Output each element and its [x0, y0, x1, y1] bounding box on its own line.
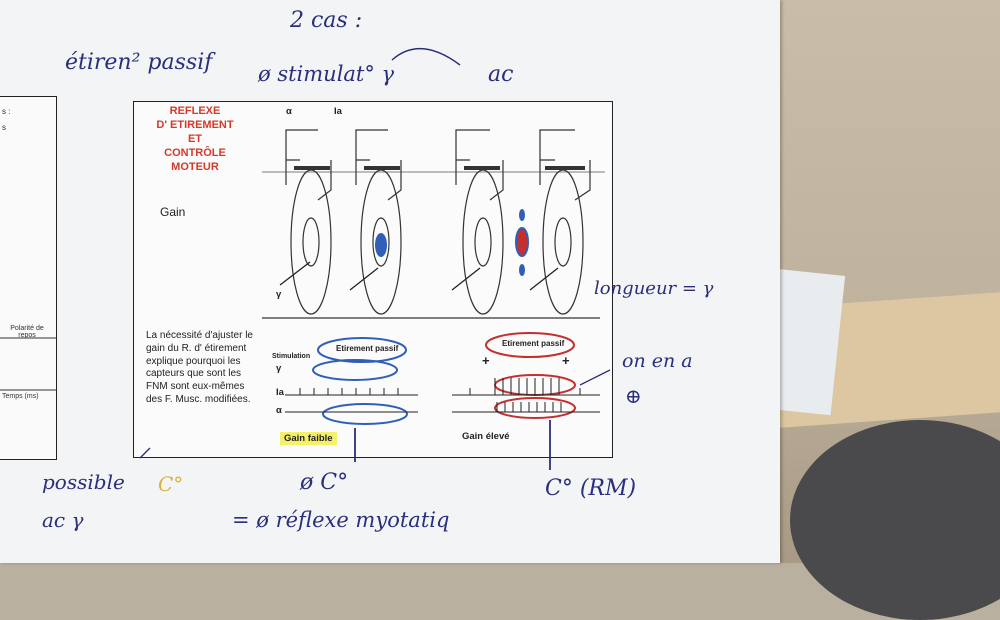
- explanation-paragraph: La nécessité d'ajuster le gain du R. d' …: [146, 330, 253, 405]
- oval-passive-stretch-1: [317, 337, 407, 363]
- alpha-label: α: [286, 106, 292, 117]
- gamma-arrows: [279, 261, 559, 291]
- plus-left: +: [482, 353, 490, 368]
- blue-dot-bottom: [519, 264, 525, 276]
- diagram-drawing: [0, 48, 611, 470]
- diagram-title: REFLEXE D' ETIREMENT ET CONTRÔLE MOTEUR: [140, 104, 250, 174]
- left-figure-panel: s : s Polarité de repos Temps (ms): [0, 96, 57, 460]
- stimulation-label: Stimulation: [272, 353, 311, 360]
- hw-etirement-passif: étiren² passif: [65, 50, 213, 75]
- ia-row-label: Ia: [276, 387, 284, 398]
- hw-plus-circle: ⊕: [625, 384, 642, 408]
- hw-zero-c: ø C°: [300, 470, 349, 495]
- hw-brace: [391, 48, 461, 66]
- hw-longueur: longueur = γ: [594, 278, 714, 299]
- diagram-title-text: REFLEXE D' ETIREMENT ET CONTRÔLE MOTEUR: [156, 105, 234, 173]
- hw-c-symbol: C°: [158, 472, 184, 496]
- spike-trains: [285, 378, 600, 413]
- hw-possible: possible: [42, 470, 125, 494]
- hw-deux-cas: 2 cas :: [290, 8, 363, 33]
- hw-reflexe-myotatique: = ø réflexe myotatiq: [232, 508, 450, 532]
- hw-tick: [139, 447, 151, 459]
- left-panel-temps: Temps (ms): [2, 393, 39, 400]
- gain-high-label: Gain élevé: [462, 431, 510, 442]
- left-panel-polarite: Polarité de repos: [10, 325, 44, 339]
- oval-alpha-high: [494, 397, 576, 419]
- red-spindle-center: [515, 227, 529, 257]
- blue-spindle-center: [375, 233, 387, 257]
- alpha-row-label: α: [276, 405, 282, 416]
- oval-alpha-low: [322, 403, 408, 425]
- hw-stimulation-gamma: ø stimulat° γ: [258, 62, 395, 86]
- gamma-label: γ: [276, 289, 282, 300]
- passive-stretch-label-1: Etirement passif: [336, 344, 399, 353]
- gain-low-badge: Gain faible: [280, 432, 337, 445]
- spindle-units: [285, 129, 591, 315]
- left-panel-top-text: s :: [2, 107, 11, 116]
- left-panel-s: s: [2, 123, 6, 132]
- blue-dot-top: [519, 209, 525, 221]
- ia-label: Ia: [334, 106, 342, 117]
- gamma-stim-label: γ: [276, 363, 282, 374]
- oval-gamma-stim: [312, 359, 398, 381]
- hw-on-en-a: on en a: [622, 350, 693, 372]
- hw-ac: ac: [488, 62, 514, 87]
- plus-right: +: [562, 353, 570, 368]
- hw-ac-gamma: ac γ: [42, 508, 84, 532]
- oval-passive-stretch-2: [485, 332, 575, 358]
- gain-label: Gain: [160, 205, 186, 219]
- passive-stretch-label-2: Etirement passif: [502, 339, 565, 348]
- hw-pointer: [579, 369, 611, 386]
- hw-c-rm: C° (RM): [545, 476, 637, 501]
